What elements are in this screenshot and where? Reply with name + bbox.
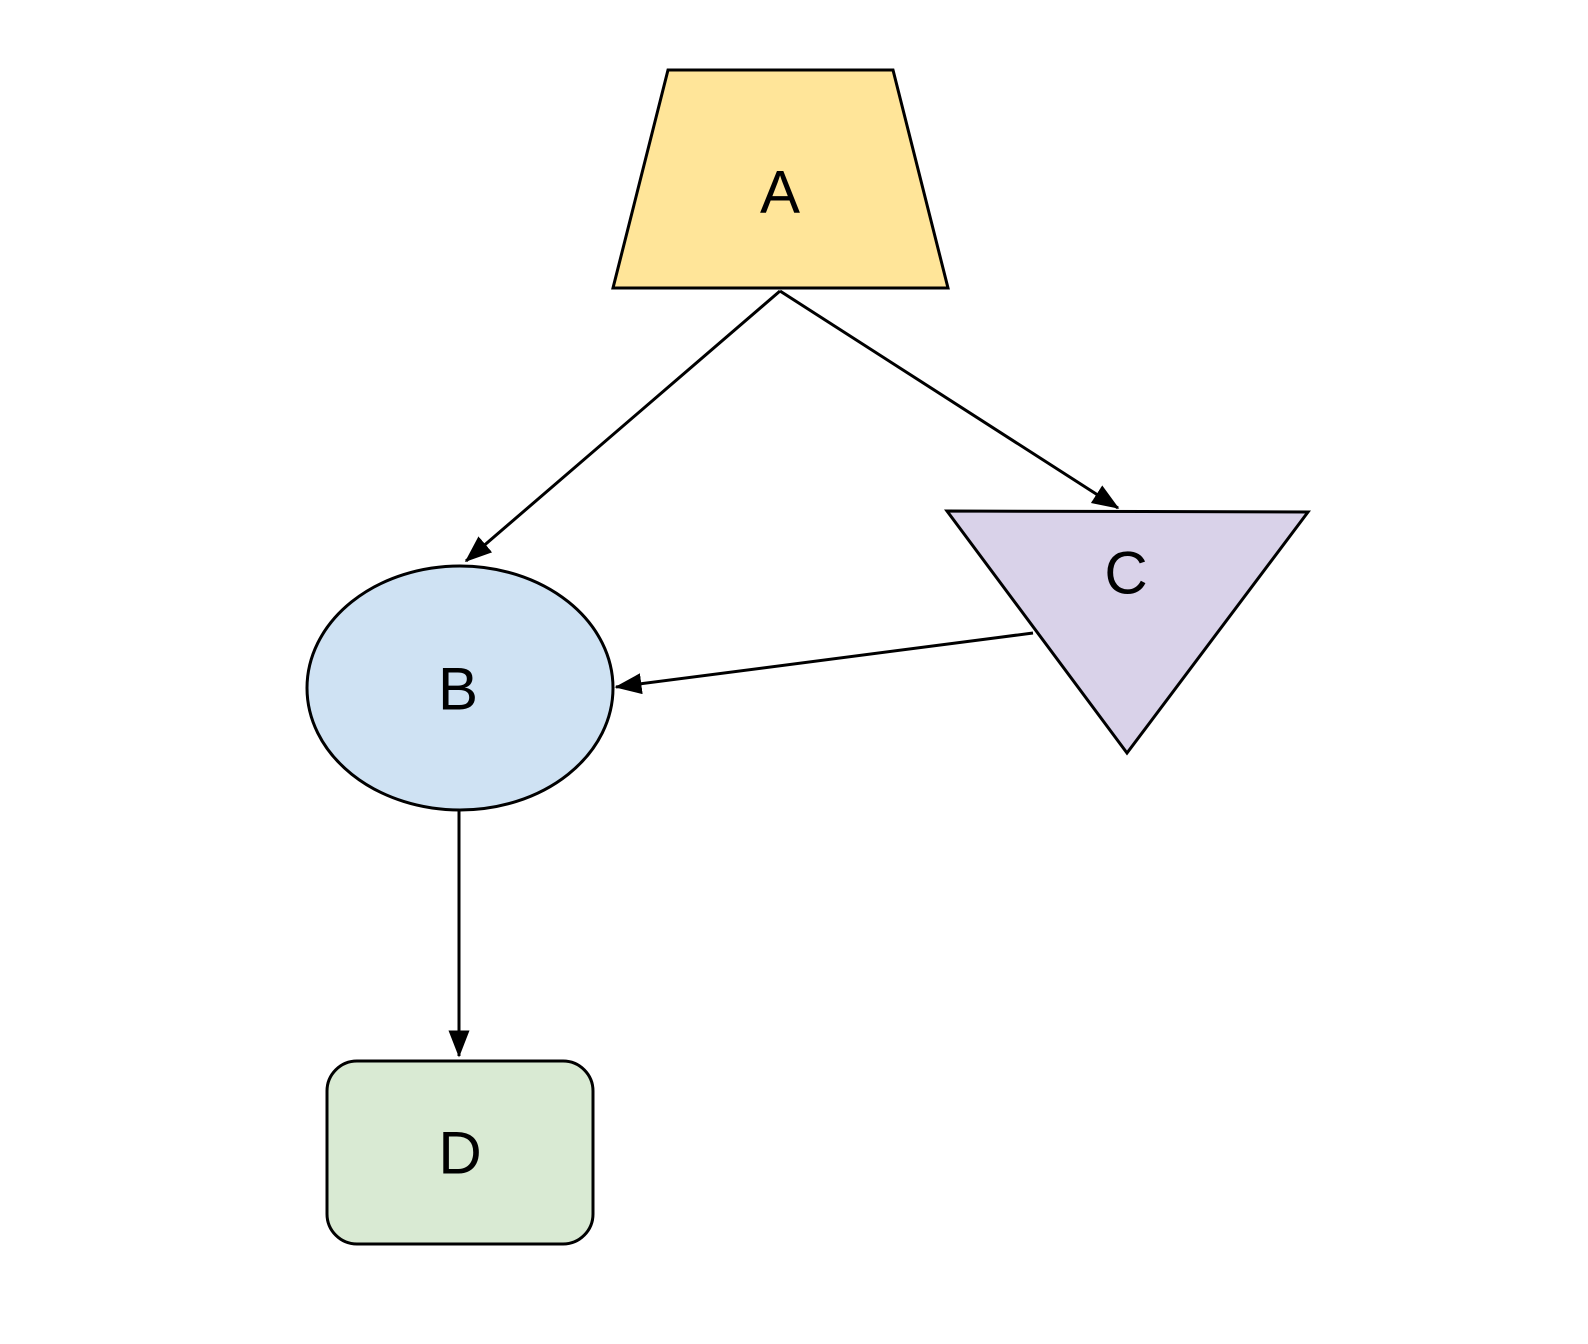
node-C-triangle-down [944, 509, 1311, 756]
node-A-label: A [760, 159, 800, 226]
edge-A-C-arrow [779, 289, 1120, 510]
edges-layer [448, 289, 1120, 1058]
nodes-layer: A B C D [305, 68, 1311, 1246]
node-D-rounded-rect [325, 1059, 595, 1246]
node-A-trapezoid [611, 68, 950, 290]
edge-C-B-arrow [614, 631, 1034, 695]
edge-A-B-arrow [464, 289, 781, 563]
node-D-label: D [438, 1120, 481, 1187]
node-C-label: C [1104, 540, 1147, 607]
node-B-label: B [438, 656, 478, 723]
